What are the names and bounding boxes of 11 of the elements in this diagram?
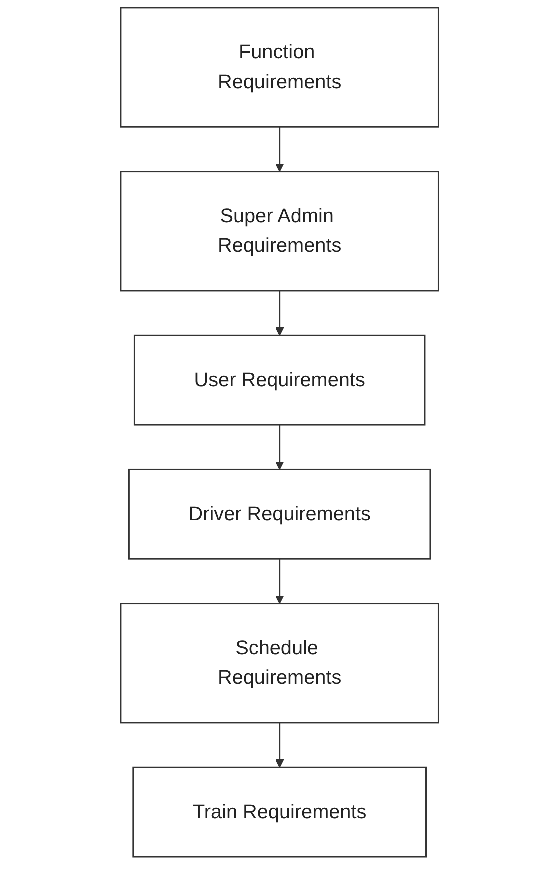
node-box: Driver Requirements bbox=[128, 468, 432, 560]
arrow bbox=[276, 559, 284, 604]
arrow bbox=[276, 722, 284, 768]
node-box: Function Requirements bbox=[120, 7, 440, 128]
arrow bbox=[276, 290, 284, 336]
arrow bbox=[276, 127, 284, 172]
node-box: Super Admin Requirements bbox=[120, 171, 440, 292]
node-box: Schedule Requirements bbox=[120, 603, 440, 724]
arrow bbox=[276, 425, 284, 470]
node-box: User Requirements bbox=[134, 334, 426, 426]
node-box: Train Requirements bbox=[132, 766, 428, 858]
